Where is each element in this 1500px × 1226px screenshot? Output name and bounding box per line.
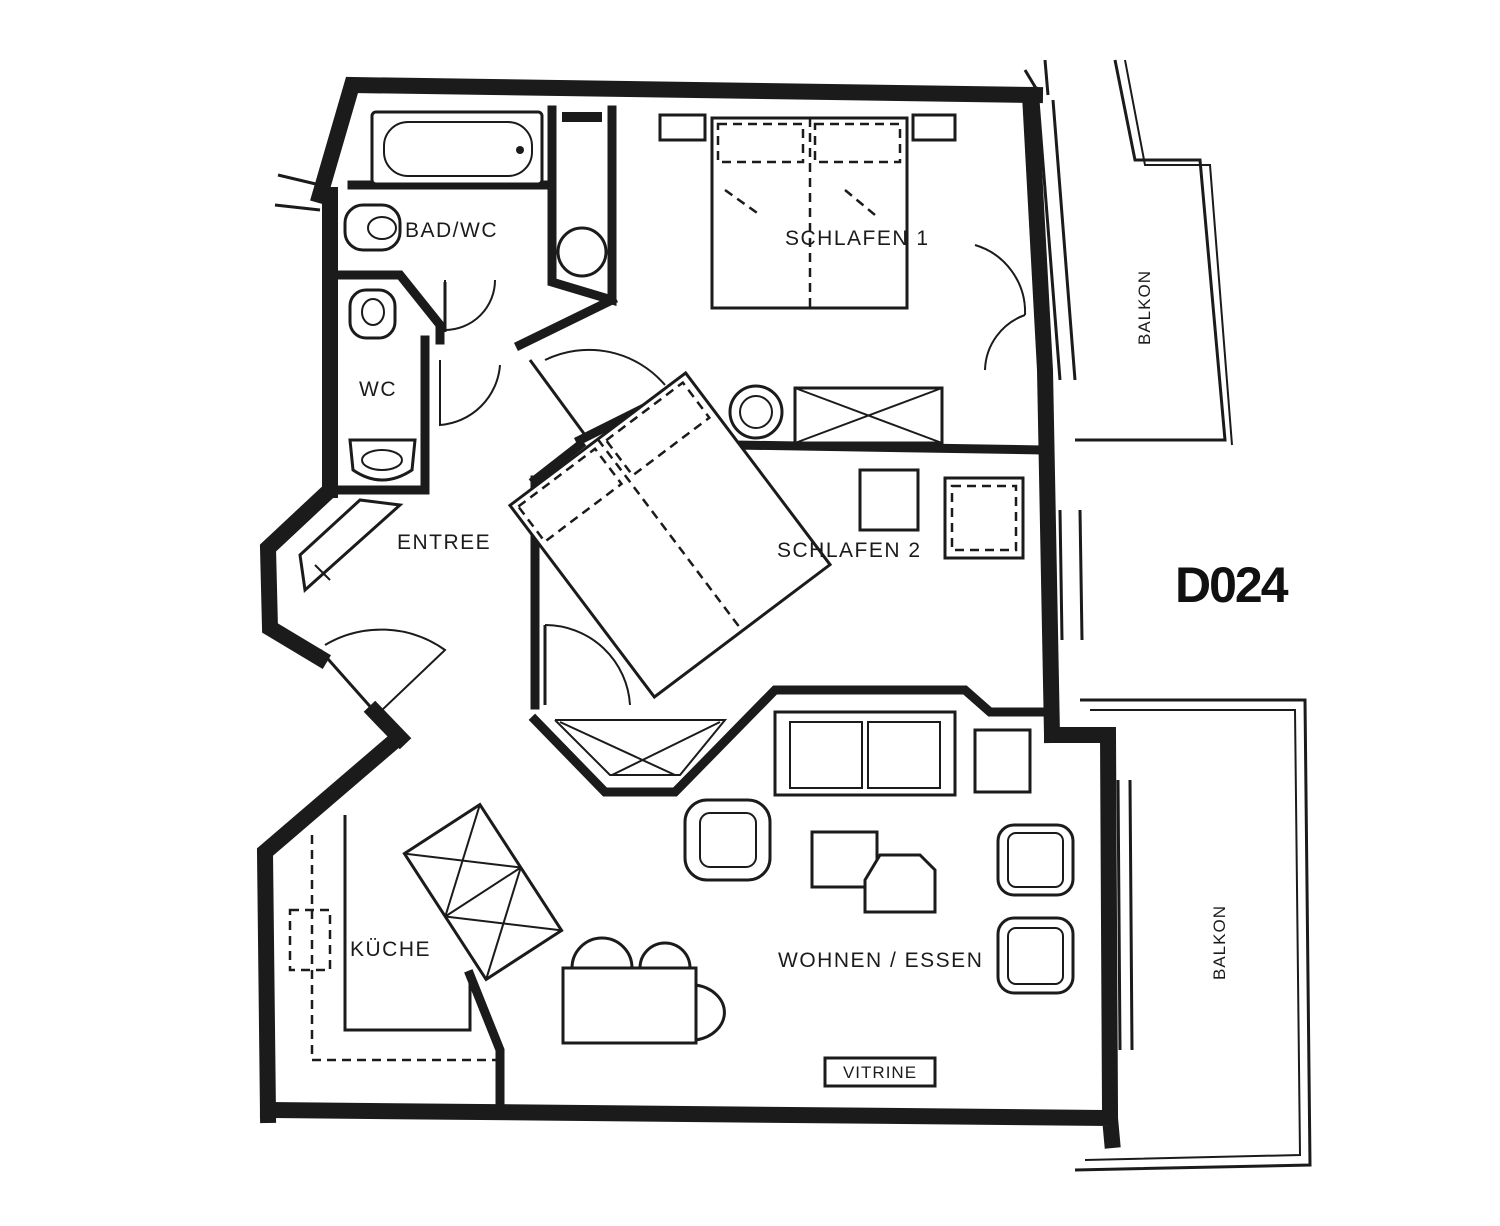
- bathroom-fixtures: [343, 110, 608, 482]
- toilet-icon: [343, 203, 402, 252]
- bathtub-icon: [370, 110, 544, 186]
- bedroom-1-furniture: [658, 113, 957, 445]
- bedroom-2-furniture: [507, 370, 1025, 700]
- corridor-wardrobe-icon: [554, 719, 728, 776]
- vitrine-label: VITRINE: [843, 1063, 917, 1082]
- double-bed-icon: [507, 370, 833, 700]
- nightstand-icon: [658, 113, 707, 142]
- sofa-icon: [773, 710, 957, 797]
- desk-icon: [858, 468, 920, 532]
- armchair-icon: [996, 823, 1075, 897]
- balcony-top: BALKON: [1075, 59, 1233, 446]
- cabinet-icon: [943, 476, 1025, 560]
- plan-code: D024: [1175, 557, 1289, 613]
- double-bed-icon: [710, 116, 909, 310]
- room-labels: BAD/WC WC SCHLAFEN 1 ENTREE SCHLAFEN 2 K…: [350, 219, 983, 972]
- round-table-icon: [728, 384, 784, 440]
- label-wohnen-essen: WOHNEN / ESSEN: [778, 949, 983, 972]
- coffee-table-icon: [810, 830, 937, 914]
- balcony-bottom-label: BALKON: [1210, 905, 1229, 980]
- label-schlafen-1: SCHLAFEN 1: [785, 227, 930, 250]
- balcony-top-label: BALKON: [1135, 270, 1154, 345]
- armchair-icon: [996, 916, 1075, 995]
- windows: [274, 59, 1134, 1051]
- side-table-icon: [973, 728, 1032, 794]
- kitchen-island-icon: [402, 802, 564, 982]
- label-schlafen-2: SCHLAFEN 2: [777, 539, 922, 562]
- armchair-icon: [683, 798, 772, 882]
- label-kueche: KÜCHE: [350, 938, 431, 961]
- wc-sink-icon: [348, 438, 417, 482]
- entree-wardrobe-icon: [298, 498, 404, 593]
- wc-toilet-icon: [348, 288, 397, 340]
- living-furniture: VITRINE: [561, 710, 1075, 1088]
- label-bad-wc: BAD/WC: [405, 219, 498, 242]
- label-entree: ENTREE: [397, 531, 491, 554]
- doors: [318, 244, 1027, 713]
- dining-table-icon: [561, 936, 726, 1045]
- nightstand-icon: [911, 113, 957, 142]
- shower-drain-icon: [556, 226, 608, 278]
- exterior-walls: [256, 76, 1121, 1149]
- kitchen-fixtures: [288, 802, 564, 1062]
- vitrine-icon: VITRINE: [823, 1056, 937, 1088]
- balcony-bottom: BALKON: [1074, 698, 1312, 1172]
- wardrobe-icon: [793, 386, 944, 445]
- label-wc: WC: [359, 378, 397, 401]
